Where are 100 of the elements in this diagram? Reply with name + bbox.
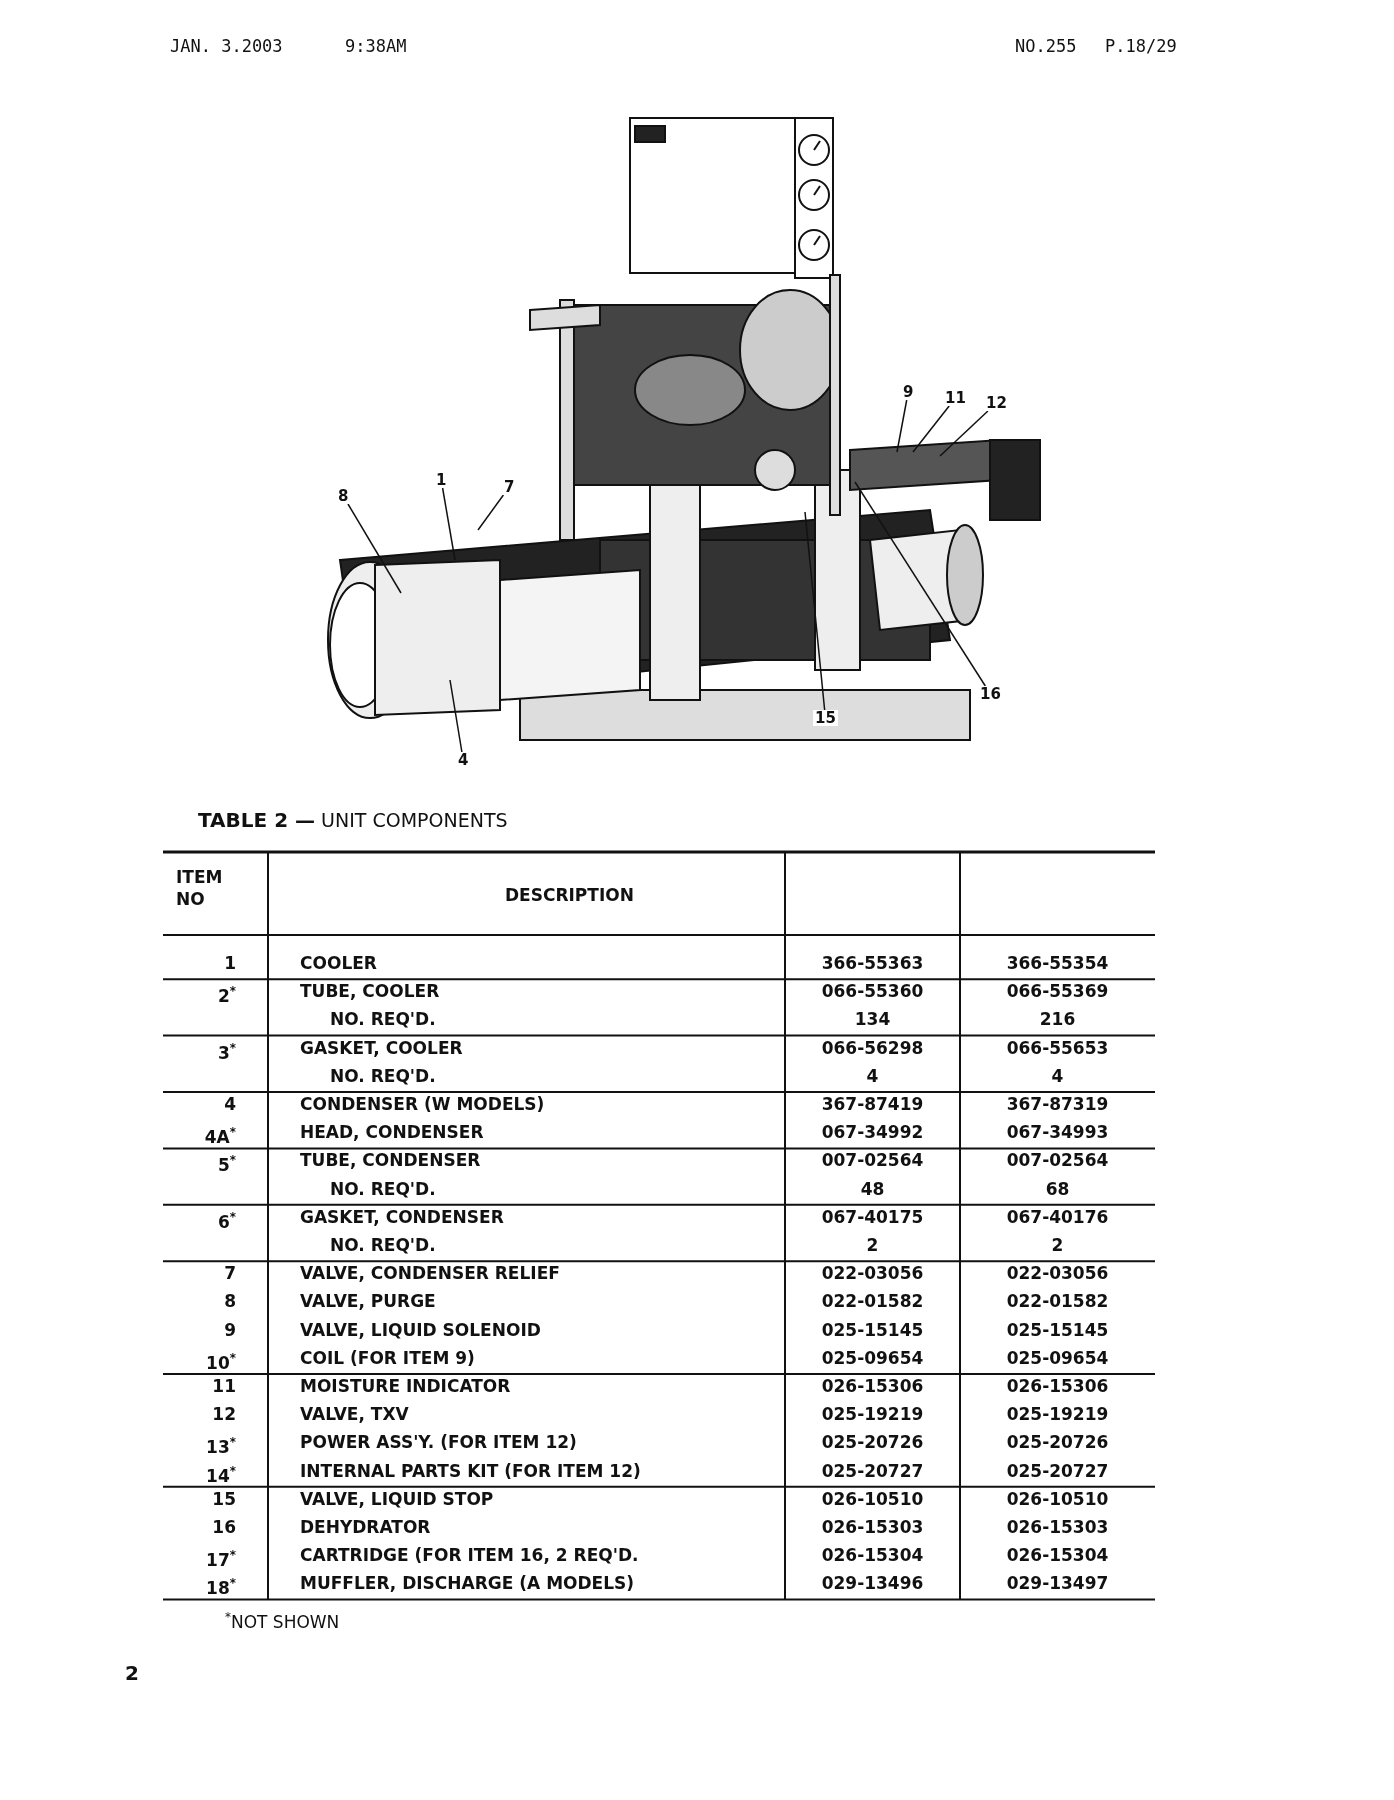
part-number: 022-01582	[1005, 1290, 1110, 1313]
quantity-label: NO. REQ'D.	[330, 1177, 436, 1200]
item-number: 17$^{*}$	[205, 1547, 236, 1571]
leader-line	[449, 679, 463, 753]
part-description: COIL (FOR ITEM 9)	[300, 1346, 475, 1369]
part-number: 007-02564	[1005, 1149, 1110, 1172]
part-number: 029-13497	[1005, 1572, 1110, 1595]
item-number: 16	[211, 1516, 236, 1538]
item-number: 10$^{*}$	[205, 1349, 236, 1374]
part-number: 067-40176	[1005, 1205, 1110, 1228]
part-number: 066-55653	[1005, 1036, 1110, 1059]
leader-line	[477, 494, 505, 531]
part-number: 007-02564	[820, 1149, 925, 1172]
quantity: 4	[1050, 1064, 1065, 1087]
callout-number: 12	[984, 395, 1009, 411]
leader-line	[912, 405, 950, 453]
part-number: 026-15304	[1005, 1544, 1110, 1567]
part-number: 025-09654	[1005, 1346, 1110, 1369]
leader-line	[347, 503, 402, 594]
part-number: 025-20727	[1005, 1459, 1110, 1482]
quantity-label: NO. REQ'D.	[330, 1234, 436, 1256]
item-number: 15	[211, 1487, 236, 1510]
callout-number: 7	[502, 479, 517, 495]
item-number: 2$^{*}$	[216, 983, 236, 1007]
leader-line	[441, 487, 456, 561]
leader-line	[854, 481, 987, 687]
part-description: VALVE, TXV	[300, 1403, 409, 1426]
part-number: 025-20727	[820, 1459, 925, 1482]
item-number: 4A$^{*}$	[203, 1124, 236, 1148]
callout-number: 4	[456, 752, 471, 768]
callout-number: 9	[901, 384, 916, 400]
column-header: ITEM NO	[176, 866, 224, 910]
item-number: 5$^{*}$	[216, 1152, 236, 1177]
part-description: VALVE, PURGE	[300, 1290, 436, 1313]
part-description: TUBE, CONDENSER	[300, 1149, 481, 1172]
part-number: 025-15145	[1005, 1318, 1110, 1341]
part-description: MOISTURE INDICATOR	[300, 1375, 511, 1397]
part-number: 022-03056	[1005, 1262, 1110, 1285]
fax-page-number: P.18/29	[1105, 36, 1177, 56]
part-number: 366-55363	[820, 952, 925, 974]
callout-number: 11	[943, 390, 968, 406]
part-number: 029-13496	[820, 1572, 925, 1595]
item-number: 3$^{*}$	[216, 1039, 236, 1064]
quantity: 134	[853, 1008, 892, 1031]
part-description: GASKET, CONDENSER	[300, 1205, 504, 1228]
item-number: 13$^{*}$	[205, 1434, 236, 1459]
part-number: 026-10510	[1005, 1487, 1110, 1510]
callout-number: 15	[813, 710, 838, 726]
fax-timestamp: 9:38AM	[345, 36, 407, 56]
quantity-label: NO. REQ'D.	[330, 1008, 436, 1031]
part-number: 025-20726	[1005, 1431, 1110, 1454]
part-number: 026-15303	[1005, 1516, 1110, 1538]
item-number: 18$^{*}$	[205, 1575, 236, 1600]
page-number: 2	[125, 1662, 139, 1684]
part-number: 025-19219	[1005, 1403, 1110, 1426]
part-number: 067-34993	[1005, 1121, 1110, 1144]
part-number: 367-87319	[1005, 1093, 1110, 1115]
part-number: 066-55369	[1005, 980, 1110, 1003]
part-description: DEHYDRATOR	[300, 1516, 431, 1538]
quantity: 68	[1044, 1177, 1071, 1200]
part-number: 067-40175	[820, 1205, 925, 1228]
part-description: VALVE, LIQUID STOP	[300, 1487, 494, 1510]
fax-timestamp: JAN. 3.2003	[170, 36, 283, 56]
quantity: 4	[865, 1064, 880, 1087]
part-number: 022-03056	[820, 1262, 925, 1285]
part-number: 367-87419	[820, 1093, 925, 1115]
part-description: COOLER	[300, 952, 377, 974]
item-number: 7	[223, 1262, 236, 1285]
part-description: INTERNAL PARTS KIT (FOR ITEM 12)	[300, 1459, 641, 1482]
item-number: 4	[223, 1093, 236, 1115]
leader-line	[804, 511, 826, 711]
quantity-label: NO. REQ'D.	[330, 1064, 436, 1087]
table-title: TABLE 2 — UNIT COMPONENTS	[198, 808, 508, 832]
part-number: 067-34992	[820, 1121, 925, 1144]
item-number: 12	[211, 1403, 236, 1426]
part-description: TUBE, COOLER	[300, 980, 440, 1003]
footnote: $^{*}$NOT SHOWN	[225, 1608, 340, 1633]
item-number: 14$^{*}$	[205, 1462, 236, 1487]
fax-page-number: NO.255	[1015, 36, 1077, 56]
part-number: 026-15306	[1005, 1375, 1110, 1397]
item-number: 6$^{*}$	[216, 1208, 236, 1233]
part-number: 026-15303	[820, 1516, 925, 1538]
item-number: 11	[211, 1375, 236, 1397]
item-number: 8	[223, 1290, 236, 1313]
part-number: 026-10510	[820, 1487, 925, 1510]
column-header: DESCRIPTION	[505, 884, 634, 906]
leader-line	[939, 410, 989, 457]
part-number: 026-15306	[820, 1375, 925, 1397]
part-description: MUFFLER, DISCHARGE (A MODELS)	[300, 1572, 635, 1595]
callout-number: 8	[336, 488, 351, 504]
callout-number: 16	[978, 686, 1003, 702]
part-description: GASKET, COOLER	[300, 1036, 463, 1059]
part-description: POWER ASS'Y. (FOR ITEM 12)	[300, 1431, 577, 1454]
quantity: 48	[859, 1177, 886, 1200]
part-number: 022-01582	[820, 1290, 925, 1313]
part-number: 066-56298	[820, 1036, 925, 1059]
leader-line	[896, 399, 908, 453]
item-number: 1	[223, 952, 236, 974]
item-number: 9	[223, 1318, 236, 1341]
quantity: 2	[1050, 1234, 1065, 1256]
